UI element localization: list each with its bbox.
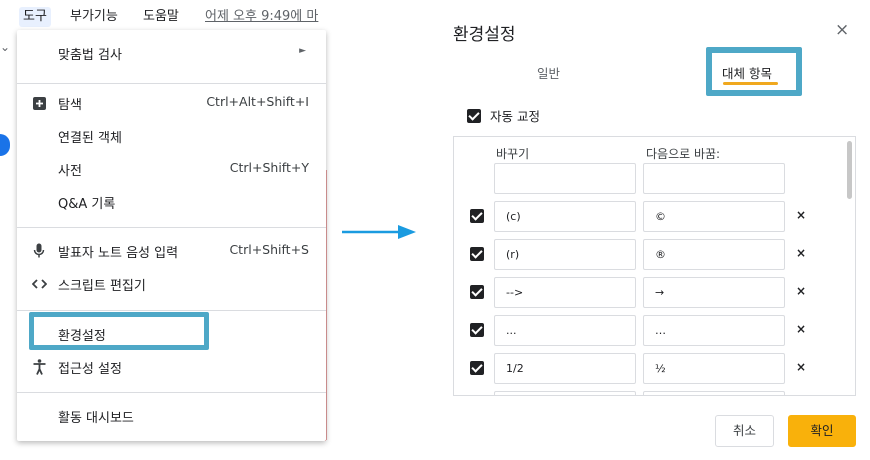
menu-item-dictionary[interactable]: 사전 Ctrl+Shift+Y bbox=[17, 154, 326, 184]
menu-item-label: 활동 대시보드 bbox=[58, 411, 134, 426]
menu-item-label: 연결된 객체 bbox=[58, 131, 122, 146]
tab-general[interactable]: 일반 bbox=[537, 66, 561, 81]
with-input[interactable]: ® bbox=[643, 239, 785, 270]
replace-input[interactable]: ... bbox=[494, 315, 636, 346]
new-replace-input[interactable] bbox=[494, 163, 636, 194]
delete-row-icon[interactable]: × bbox=[796, 208, 807, 222]
menu-item-label: 맞춤법 검사 bbox=[58, 48, 122, 63]
background-red-line bbox=[326, 170, 327, 440]
menu-item-label: 접근성 설정 bbox=[58, 362, 122, 377]
row-checkbox[interactable] bbox=[470, 323, 484, 337]
menu-item-activity-dashboard[interactable]: 활동 대시보드 bbox=[17, 401, 326, 431]
right-arrow-icon bbox=[342, 225, 416, 239]
autocorrect-option[interactable]: 자동 교정 bbox=[467, 106, 540, 125]
delete-row-icon[interactable]: × bbox=[796, 284, 807, 298]
menu-item-label: 환경설정 bbox=[58, 329, 106, 344]
menu-item-accessibility[interactable]: 접근성 설정 bbox=[17, 352, 326, 382]
menu-item-label: Q&A 기록 bbox=[58, 197, 116, 212]
code-brackets-icon bbox=[31, 275, 47, 293]
menu-addons[interactable]: 부가기능 bbox=[70, 9, 118, 24]
substitutions-table: 바꾸기 다음으로 바꿈: (c) © × (r) ® × --> → × ...… bbox=[453, 136, 856, 396]
column-header-replace: 바꾸기 bbox=[496, 147, 530, 161]
scrollbar-thumb[interactable] bbox=[847, 141, 852, 199]
submenu-arrow-icon: ► bbox=[299, 46, 306, 56]
delete-row-icon[interactable]: × bbox=[796, 322, 807, 336]
substitutions-highlight-box bbox=[706, 47, 802, 96]
menu-tools[interactable]: 도구 bbox=[19, 7, 51, 27]
menu-separator bbox=[17, 392, 326, 393]
menu-separator bbox=[17, 83, 326, 84]
with-input[interactable]: © bbox=[643, 201, 785, 232]
menu-help[interactable]: 도움말 bbox=[143, 9, 179, 24]
menu-item-label: 스크립트 편집기 bbox=[58, 279, 146, 294]
close-icon[interactable]: × bbox=[835, 20, 850, 40]
replace-input[interactable]: 1/2 bbox=[494, 353, 636, 384]
microphone-icon bbox=[31, 242, 47, 260]
delete-row-icon[interactable]: × bbox=[796, 246, 807, 260]
menu-item-script-editor[interactable]: 스크립트 편집기 bbox=[17, 269, 326, 299]
menu-item-linked-objects[interactable]: 연결된 객체 bbox=[17, 121, 326, 151]
menu-item-spellcheck[interactable]: 맞춤법 검사 ► bbox=[17, 38, 326, 68]
with-input[interactable]: ½ bbox=[643, 353, 785, 384]
tools-menu: 맞춤법 검사 ► 탐색 Ctrl+Alt+Shift+I 연결된 객체 사전 C… bbox=[17, 30, 326, 441]
tab-substitutions[interactable]: 대체 항목 bbox=[722, 66, 772, 81]
background-blue-shape bbox=[0, 134, 10, 156]
replace-input[interactable]: (r) bbox=[494, 239, 636, 270]
autocorrect-label: 자동 교정 bbox=[490, 109, 540, 124]
last-edit-link[interactable]: 어제 오후 9:49에 마 bbox=[205, 9, 319, 24]
preferences-highlight-box bbox=[29, 312, 209, 350]
menu-item-shortcut: Ctrl+Shift+Y bbox=[229, 160, 309, 175]
explore-plus-icon bbox=[31, 94, 47, 112]
menu-item-label: 탐색 bbox=[58, 98, 82, 113]
delete-row-icon[interactable]: × bbox=[796, 360, 807, 374]
replace-input[interactable] bbox=[494, 391, 636, 395]
menu-separator bbox=[17, 310, 326, 311]
column-header-with: 다음으로 바꿈: bbox=[646, 147, 721, 161]
replace-input[interactable]: (c) bbox=[494, 201, 636, 232]
menu-item-explore[interactable]: 탐색 Ctrl+Alt+Shift+I bbox=[17, 88, 326, 118]
active-tab-indicator bbox=[723, 82, 778, 85]
chevron-down-icon: ⌄ bbox=[0, 40, 11, 54]
row-checkbox[interactable] bbox=[470, 247, 484, 261]
menu-item-shortcut: Ctrl+Alt+Shift+I bbox=[206, 94, 309, 109]
autocorrect-checkbox[interactable] bbox=[467, 108, 481, 123]
accessibility-icon bbox=[31, 358, 47, 376]
menu-item-label: 사전 bbox=[58, 164, 82, 179]
menu-separator bbox=[17, 227, 326, 228]
menu-item-qa-history[interactable]: Q&A 기록 bbox=[17, 187, 326, 217]
menu-item-voice-typing[interactable]: 발표자 노트 음성 입력 Ctrl+Shift+S bbox=[17, 236, 326, 266]
row-checkbox[interactable] bbox=[470, 209, 484, 223]
dialog-title: 환경설정 bbox=[453, 25, 516, 45]
with-input[interactable]: → bbox=[643, 277, 785, 308]
row-checkbox[interactable] bbox=[470, 361, 484, 375]
cancel-button[interactable]: 취소 bbox=[715, 415, 774, 447]
preferences-dialog: 환경설정 × 일반 대체 항목 자동 교정 바꾸기 다음으로 바꿈: (c) ©… bbox=[433, 0, 870, 460]
with-input[interactable]: … bbox=[643, 315, 785, 346]
with-input[interactable] bbox=[643, 391, 785, 395]
menu-item-shortcut: Ctrl+Shift+S bbox=[229, 242, 309, 257]
new-with-input[interactable] bbox=[643, 163, 785, 194]
row-checkbox[interactable] bbox=[470, 285, 484, 299]
replace-input[interactable]: --> bbox=[494, 277, 636, 308]
menu-bar: 도구 부가기능 도움말 어제 오후 9:49에 마 bbox=[0, 0, 335, 34]
menu-item-label: 발표자 노트 음성 입력 bbox=[58, 246, 179, 261]
ok-button[interactable]: 확인 bbox=[788, 415, 856, 447]
menu-item-preferences[interactable]: 환경설정 bbox=[17, 319, 326, 349]
